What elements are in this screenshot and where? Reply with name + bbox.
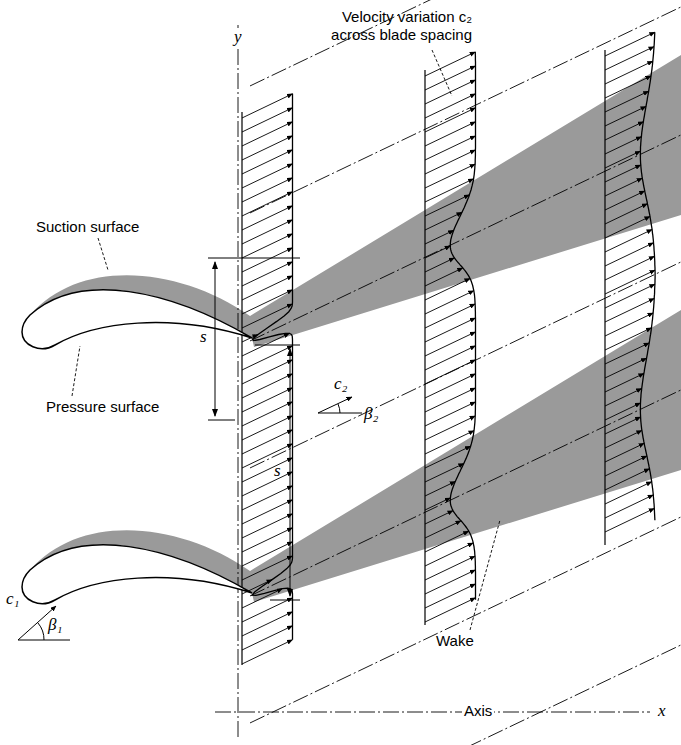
angle-symbol — [18, 397, 362, 640]
symbol-label: c₂ — [334, 375, 347, 393]
velocity-arrows — [242, 32, 655, 665]
blade — [22, 290, 252, 604]
dimension-label: s — [274, 462, 281, 480]
part-label: Suction surface — [36, 218, 139, 236]
wake-region — [30, 55, 681, 602]
dimension-label: s — [200, 328, 207, 346]
symbol-label: β₁ — [48, 616, 62, 634]
axis-label: Axis — [462, 702, 494, 720]
axis-label: x — [656, 702, 668, 720]
leader-line — [72, 50, 500, 630]
pitch-dimension — [208, 258, 300, 600]
part-label: Wake — [436, 632, 474, 650]
symbol-label: β₂ — [364, 405, 378, 423]
axis-label: y — [232, 28, 244, 46]
figure-note: Velocity variation c₂ across blade spaci… — [300, 8, 472, 44]
chain-line — [215, 0, 681, 745]
symbol-label: c₁ — [6, 590, 19, 608]
part-label: Pressure surface — [46, 398, 159, 416]
